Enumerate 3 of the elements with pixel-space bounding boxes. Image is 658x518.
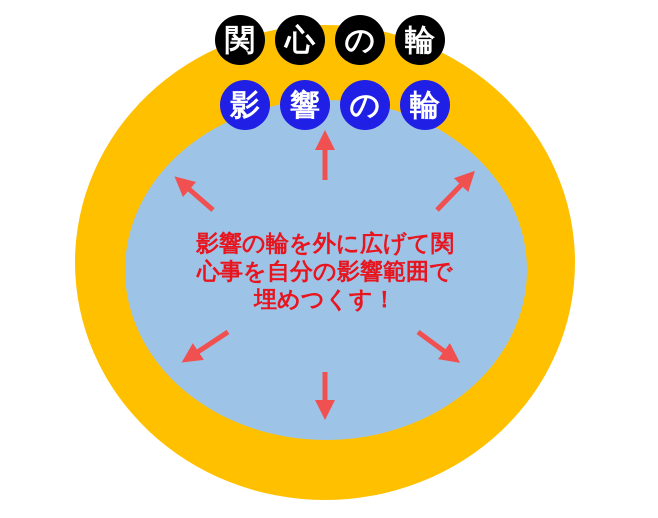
circled-title: 影響の輪 <box>220 80 450 130</box>
circled-title: 関心の輪 <box>215 15 445 65</box>
message-text: 影響の輪を外に広げて関心事を自分の影響範囲で埋めつくす！ <box>194 230 455 314</box>
